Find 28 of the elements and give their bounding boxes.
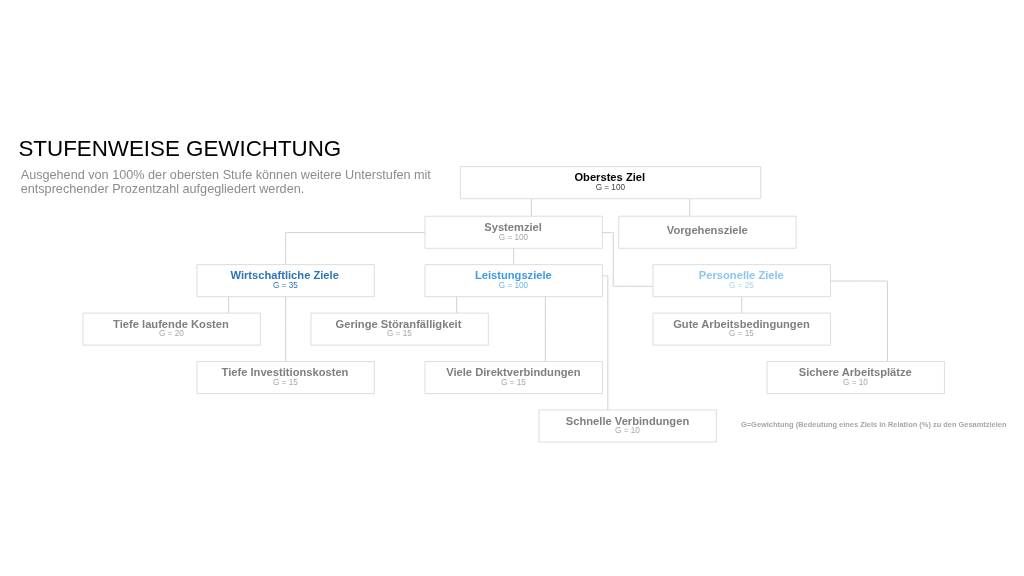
connector (544, 295, 546, 362)
node-box: Viele Direktverbindungen G = 15 (424, 360, 603, 394)
node-box: Schnelle Verbindungen G = 10 (538, 409, 717, 442)
node-box: Sichere Arbeitsplätze G = 10 (766, 360, 945, 394)
diagram-title: STUFENWEISE GEWICHTUNG (18, 135, 342, 161)
node-box: Wirtschaftliche Ziele G = 35 (196, 263, 375, 297)
connector (741, 295, 743, 313)
label: Ausgehend von 100% der obersten Stufe können weitere Unterstufen mit entsprechender Prozentzahl aufgegliedert werden. (20, 167, 431, 196)
node-box: Tiefe Investitionskosten G = 15 (196, 360, 375, 394)
node-box: Oberstes Ziel G = 100 (459, 165, 762, 199)
connector (602, 274, 609, 410)
connector (689, 197, 691, 217)
node-box: Systemziel G = 100 (424, 215, 603, 249)
node-box: Leistungsziele G = 100 (424, 263, 603, 297)
connector (285, 295, 287, 362)
connector (829, 280, 888, 362)
connector (456, 295, 458, 313)
connector (228, 295, 230, 313)
label: G=Gewichtung (Bedeutung eines Ziels in Relation (%) zu den Gesamtzielen (740, 419, 1007, 429)
node-box: Vorgehensziele (618, 215, 797, 249)
connector (513, 247, 515, 265)
node-box: Geringe Störanfälligkeit G = 15 (310, 312, 489, 346)
node-box: Gute Arbeitsbedingungen G = 15 (652, 312, 831, 346)
node-box: Tiefe laufende Kosten G = 20 (82, 312, 261, 346)
connector (530, 197, 532, 217)
connector (601, 231, 654, 287)
node-box: Personelle Ziele G = 25 (652, 263, 831, 297)
connector (285, 231, 426, 265)
